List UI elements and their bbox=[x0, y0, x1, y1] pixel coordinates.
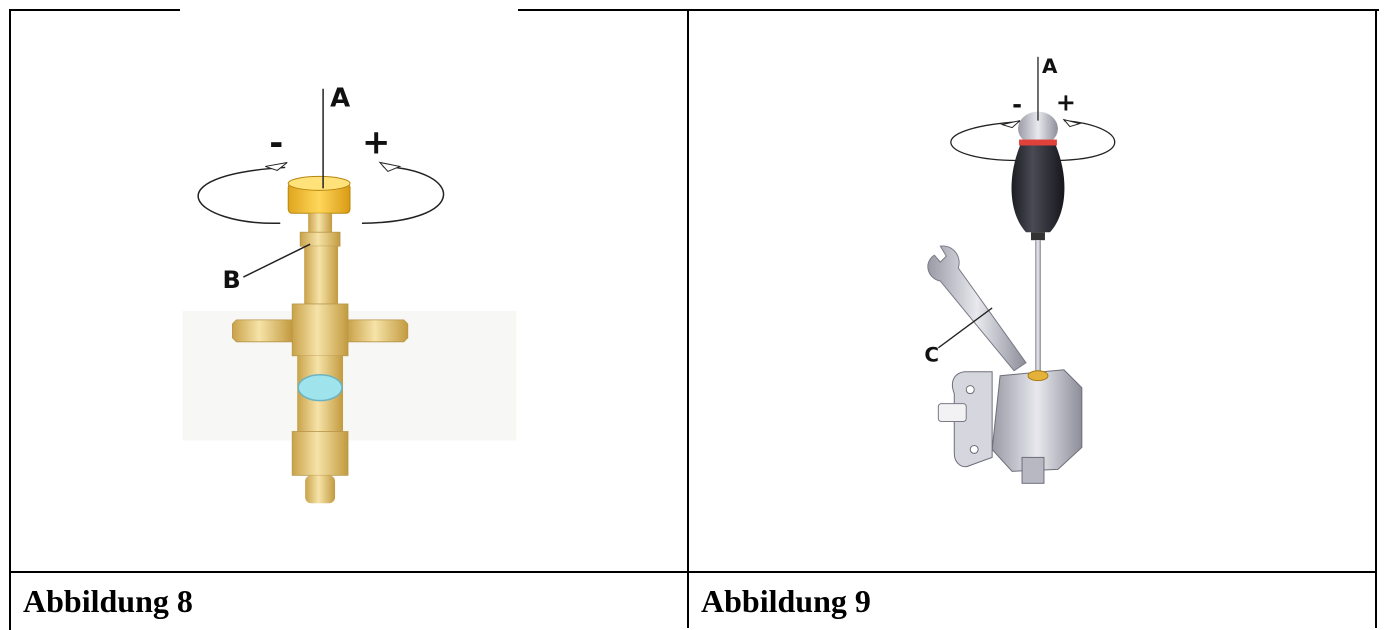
rotation-arrow-right bbox=[1057, 119, 1116, 162]
open-end-wrench bbox=[927, 245, 1027, 372]
arrowhead-left bbox=[1000, 120, 1021, 129]
label-c: C bbox=[924, 344, 939, 367]
arrowhead-right bbox=[1062, 118, 1082, 128]
figure-9-caption-cell: Abbildung 9 bbox=[689, 573, 1377, 628]
stem bbox=[308, 213, 333, 234]
knob-top bbox=[287, 175, 351, 191]
drive-shaft bbox=[937, 403, 967, 423]
leader-line-c bbox=[937, 307, 993, 349]
arrowhead-left bbox=[265, 161, 288, 171]
rotation-arrow-left bbox=[950, 120, 1021, 162]
screwdriver-pump-illustration: A C - + bbox=[924, 55, 1116, 484]
bottom-nozzle bbox=[305, 475, 336, 504]
label-a: A bbox=[1042, 55, 1058, 78]
handle-ferrule bbox=[1031, 232, 1045, 241]
handle-ring bbox=[1019, 139, 1057, 146]
arrowhead-right bbox=[378, 161, 402, 173]
screwdriver-shaft bbox=[1034, 240, 1041, 372]
label-b: B bbox=[222, 266, 240, 294]
pump-body bbox=[991, 369, 1083, 472]
figure-8-caption: Abbildung 8 bbox=[23, 583, 193, 619]
top-border-gap bbox=[180, 9, 518, 11]
flange-hole-top bbox=[965, 385, 975, 395]
screwdriver-cap bbox=[1018, 111, 1058, 146]
figure-table: A B - + bbox=[9, 9, 1379, 630]
figure-9-cell: A C - + bbox=[689, 11, 1377, 573]
figure-9-caption: Abbildung 9 bbox=[701, 583, 871, 619]
lock-nut bbox=[299, 231, 341, 247]
rotation-arrow-right bbox=[361, 165, 445, 224]
label-a: A bbox=[330, 84, 350, 114]
adjustment-screw bbox=[1027, 370, 1049, 382]
label-plus: + bbox=[1056, 89, 1076, 117]
flange-hole-bottom bbox=[969, 444, 979, 454]
label-plus: + bbox=[362, 122, 390, 161]
label-minus: - bbox=[269, 123, 283, 162]
screwdriver-handle bbox=[1011, 145, 1065, 233]
right-hose-barb bbox=[347, 319, 409, 343]
sight-window bbox=[297, 373, 343, 402]
leader-line-b bbox=[243, 243, 311, 278]
left-hose-barb bbox=[232, 319, 293, 343]
valve-illustration: A B - + bbox=[182, 84, 517, 504]
outlet-port bbox=[1021, 456, 1045, 484]
hex-body bbox=[291, 303, 349, 357]
rotation-arrow-left bbox=[197, 166, 286, 224]
bottom-hex bbox=[291, 431, 349, 476]
upper-body bbox=[304, 246, 339, 306]
figure-8-caption-cell: Abbildung 8 bbox=[11, 573, 689, 628]
mounting-flange bbox=[951, 371, 993, 468]
label-minus: - bbox=[1012, 91, 1022, 119]
figure-8-cell: A B - + bbox=[11, 11, 689, 573]
